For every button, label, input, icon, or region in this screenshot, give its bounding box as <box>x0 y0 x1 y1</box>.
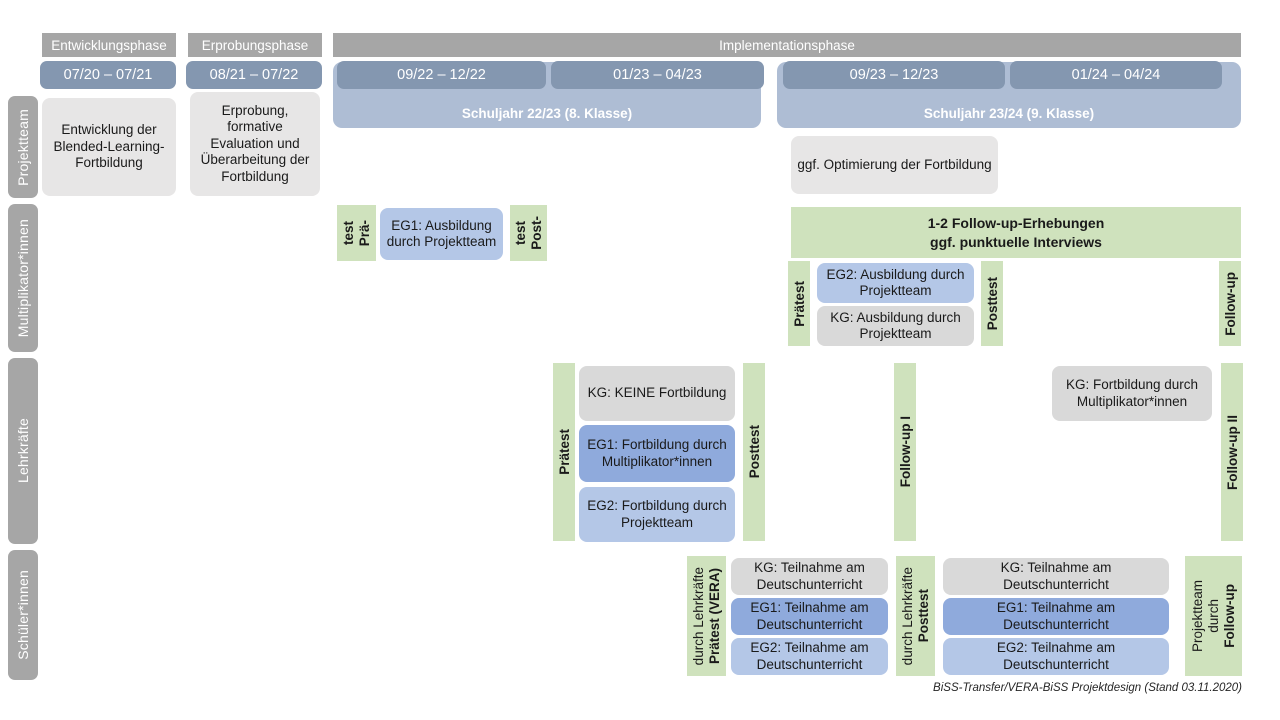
band-followup-erhebungen-line2: ggf. punktuelle Interviews <box>930 233 1102 250</box>
box-schueler-eg1-b-label: EG1: Teilnahme am Deutschunterricht <box>996 600 1116 632</box>
strip-posttest-multiplikator-2-label: Posttest <box>984 276 1000 331</box>
date-bar-1-label: 07/20 – 07/21 <box>63 67 153 83</box>
box-lehr-kg-fortbildung-mult-label: KG: Fortbildung durch Multiplikator*inne… <box>1065 377 1199 409</box>
box-schueler-kg-a: KG: Teilnahme am Deutschunterricht <box>731 558 888 595</box>
strip-followup-multiplikator-label: Follow-up <box>1222 271 1238 336</box>
strip-posttest-schueler: Posttest durch Lehrkräfte <box>896 556 935 676</box>
box-schueler-eg1-a: EG1: Teilnahme am Deutschunterricht <box>731 598 888 635</box>
box-mult-kg-ausbildung-label: KG: Ausbildung durch Projektteam <box>830 309 961 341</box>
box-mult-kg-ausbildung: KG: Ausbildung durch Projektteam <box>817 306 974 346</box>
box-optimierung-fortbildung-label: ggf. Optimierung der Fortbildung <box>797 156 992 172</box>
date-bar-5: 09/23 – 12/23 <box>783 61 1005 89</box>
strip-followup-schueler-bold: Follow-up <box>1222 584 1237 648</box>
date-bar-3-label: 09/22 – 12/22 <box>397 67 486 83</box>
strip-followup-1-lehrkraefte-label: Follow-up I <box>897 416 913 488</box>
strip-praetest-vera-bold: Prätest (VERA) <box>707 567 722 665</box>
date-bar-2-label: 08/21 – 07/22 <box>209 67 299 83</box>
box-entwicklung-fortbildung: Entwicklung der Blended-Learning-Fortbil… <box>42 98 176 196</box>
phase-bar-entwicklung-label: Entwicklungsphase <box>51 37 167 53</box>
strip-praetest-multiplikator-1-line2: test <box>341 220 356 245</box>
box-optimierung-fortbildung: ggf. Optimierung der Fortbildung <box>791 136 998 194</box>
date-bar-4: 01/23 – 04/23 <box>551 61 764 89</box>
phase-bar-entwicklung: Entwicklungsphase <box>42 33 176 57</box>
box-erprobung-evaluation-label: Erprobung, formative Evaluation und Über… <box>200 102 310 184</box>
box-schueler-kg-b: KG: Teilnahme am Deutschunterricht <box>943 558 1169 595</box>
schoolyear-23-24-label: Schuljahr 23/24 (9. Klasse) <box>923 106 1095 121</box>
lane-projektteam-label: Projektteam <box>15 108 31 186</box>
lane-lehrkraefte-label: Lehrkräfte <box>15 418 31 484</box>
phase-bar-erprobung-label: Erprobungsphase <box>201 37 309 53</box>
date-bar-3: 09/22 – 12/22 <box>337 61 546 89</box>
strip-posttest-multiplikator-1-line1: Post- <box>529 216 544 250</box>
strip-praetest-multiplikator-1: Prä- test <box>337 205 376 261</box>
box-mult-eg1-ausbildung: EG1: Ausbildung durch Projektteam <box>380 208 503 260</box>
box-lehr-eg2-fortbildung: EG2: Fortbildung durch Projektteam <box>579 487 735 542</box>
strip-followup-2-lehrkraefte-label: Follow-up II <box>1224 414 1240 490</box>
strip-followup-2-lehrkraefte: Follow-up II <box>1221 363 1243 541</box>
strip-praetest-multiplikator-2-label: Prätest <box>791 280 807 327</box>
band-followup-erhebungen-line1: 1-2 Follow-up-Erhebungen <box>927 215 1105 232</box>
box-schueler-eg2-a: EG2: Teilnahme am Deutschunterricht <box>731 638 888 675</box>
strip-posttest-multiplikator-2: Posttest <box>981 261 1003 346</box>
date-bar-6: 01/24 – 04/24 <box>1010 61 1222 89</box>
strip-praetest-multiplikator-2: Prätest <box>788 261 810 346</box>
footer-caption: BiSS-Transfer/VERA-BiSS Projektdesign (S… <box>760 682 1242 694</box>
lane-multiplikator: Multiplikator*innen <box>8 204 38 352</box>
box-schueler-eg2-a-label: EG2: Teilnahme am Deutschunterricht <box>750 640 869 672</box>
box-lehr-eg2-fortbildung-label: EG2: Fortbildung durch Projektteam <box>587 498 727 530</box>
box-schueler-eg2-b-label: EG2: Teilnahme am Deutschunterricht <box>996 640 1116 672</box>
box-lehr-eg1-fortbildung-label: EG1: Fortbildung durch Multiplikator*inn… <box>587 437 727 469</box>
box-mult-eg1-ausbildung-label: EG1: Ausbildung durch Projektteam <box>386 217 497 249</box>
lane-lehrkraefte: Lehrkräfte <box>8 358 38 544</box>
strip-posttest-multiplikator-1-line2: test <box>513 220 528 245</box>
footer-caption-text: BiSS-Transfer/VERA-BiSS Projektdesign (S… <box>933 682 1242 694</box>
date-bar-2: 08/21 – 07/22 <box>186 61 322 89</box>
strip-praetest-multiplikator-1-line1: Prä- <box>357 219 372 247</box>
strip-praetest-lehrkraefte-label: Prätest <box>556 429 572 475</box>
strip-followup-multiplikator: Follow-up <box>1219 261 1241 346</box>
strip-posttest-lehrkraefte-label: Posttest <box>746 425 762 479</box>
strip-followup-schueler-sub1: durch <box>1206 599 1221 633</box>
box-lehr-eg1-fortbildung: EG1: Fortbildung durch Multiplikator*inn… <box>579 425 735 482</box>
box-lehr-kg-keine: KG: KEINE Fortbildung <box>579 366 735 421</box>
strip-followup-schueler-sub2: Projektteam <box>1190 579 1205 653</box>
phase-bar-implementation: Implementationsphase <box>333 33 1241 57</box>
phase-bar-erprobung: Erprobungsphase <box>188 33 322 57</box>
strip-posttest-schueler-bold: Posttest <box>916 589 931 643</box>
box-mult-eg2-ausbildung-label: EG2: Ausbildung durch Projektteam <box>826 266 965 298</box>
box-entwicklung-fortbildung-label: Entwicklung der Blended-Learning-Fortbil… <box>53 122 165 171</box>
box-lehr-kg-fortbildung-mult: KG: Fortbildung durch Multiplikator*inne… <box>1052 366 1212 421</box>
band-followup-erhebungen: 1-2 Follow-up-Erhebungen ggf. punktuelle… <box>791 207 1241 258</box>
box-schueler-kg-b-label: KG: Teilnahme am Deutschunterricht <box>1000 560 1112 592</box>
lane-projektteam: Projektteam <box>8 96 38 198</box>
box-lehr-kg-keine-label: KG: KEINE Fortbildung <box>587 385 727 401</box>
strip-posttest-schueler-sub: durch Lehrkräfte <box>900 566 915 666</box>
schoolyear-22-23-label: Schuljahr 22/23 (8. Klasse) <box>461 106 633 121</box>
date-bar-5-label: 09/23 – 12/23 <box>849 67 939 83</box>
box-mult-eg2-ausbildung: EG2: Ausbildung durch Projektteam <box>817 263 974 303</box>
strip-posttest-lehrkraefte: Posttest <box>743 363 765 541</box>
strip-followup-1-lehrkraefte: Follow-up I <box>894 363 916 541</box>
box-schueler-eg2-b: EG2: Teilnahme am Deutschunterricht <box>943 638 1169 675</box>
date-bar-6-label: 01/24 – 04/24 <box>1071 67 1161 83</box>
lane-schueler: Schüler*innen <box>8 550 38 680</box>
box-schueler-kg-a-label: KG: Teilnahme am Deutschunterricht <box>754 560 865 592</box>
lane-multiplikator-label: Multiplikator*innen <box>15 218 31 338</box>
strip-praetest-lehrkraefte: Prätest <box>553 363 575 541</box>
phase-bar-implementation-label: Implementationsphase <box>719 37 855 53</box>
date-bar-4-label: 01/23 – 04/23 <box>613 67 702 83</box>
date-bar-1: 07/20 – 07/21 <box>40 61 176 89</box>
box-schueler-eg1-b: EG1: Teilnahme am Deutschunterricht <box>943 598 1169 635</box>
box-erprobung-evaluation: Erprobung, formative Evaluation und Über… <box>190 92 320 196</box>
strip-praetest-vera-sub: durch Lehrkräfte <box>691 566 706 666</box>
strip-posttest-multiplikator-1: Post- test <box>510 205 547 261</box>
lane-schueler-label: Schüler*innen <box>15 570 31 660</box>
strip-praetest-vera-schueler: Prätest (VERA) durch Lehrkräfte <box>687 556 726 676</box>
strip-followup-schueler: Follow-up durch Projektteam <box>1185 556 1242 676</box>
box-schueler-eg1-a-label: EG1: Teilnahme am Deutschunterricht <box>750 600 869 632</box>
